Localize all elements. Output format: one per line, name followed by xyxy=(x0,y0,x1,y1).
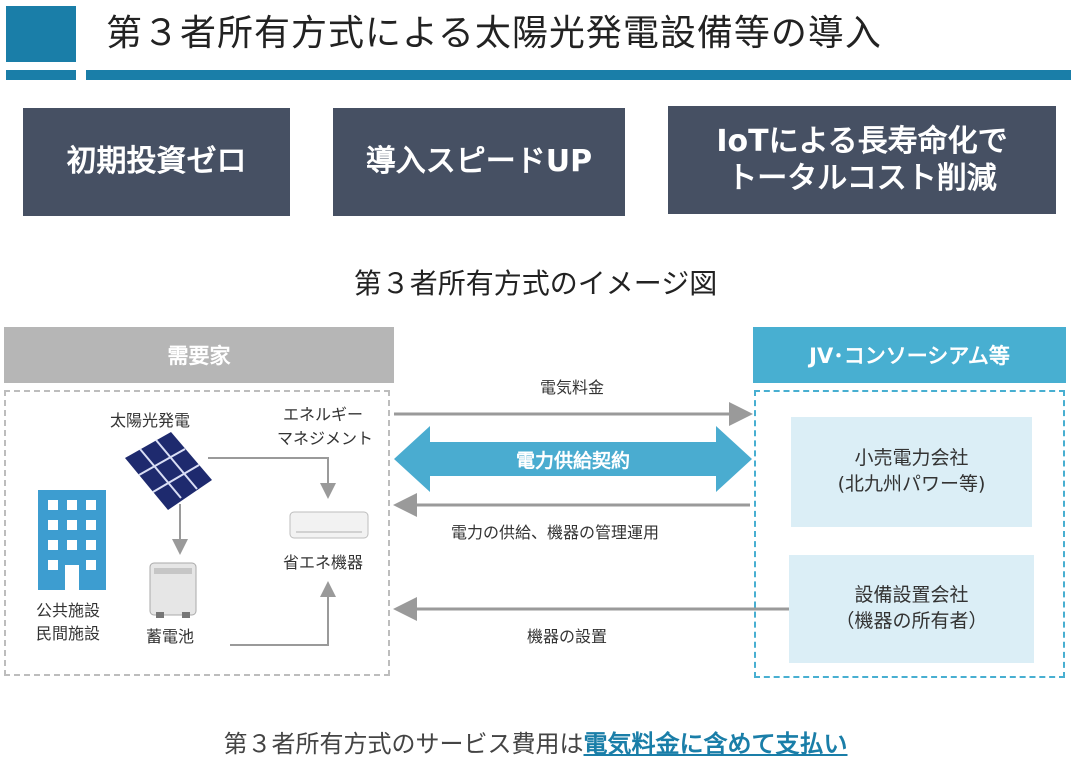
feature-label-line1: IoTによる長寿命化で xyxy=(716,123,1008,159)
company-name: 設備設置会社 xyxy=(854,584,969,607)
provider-header: JV･コンソーシアム等 xyxy=(753,327,1066,383)
air-conditioner-icon xyxy=(289,511,369,539)
battery-label: 蓄電池 xyxy=(146,627,195,646)
install-label: 機器の設置 xyxy=(527,627,608,646)
feature-label: 初期投資ゼロ xyxy=(66,144,247,180)
building-label-line1: 公共施設 xyxy=(36,601,101,620)
contract-arrow xyxy=(394,426,752,492)
footer-statement: 第３者所有方式のサービス費用は電気料金に含めて支払い xyxy=(0,724,1071,759)
building-icon xyxy=(38,490,106,590)
company-name: 小売電力会社 xyxy=(854,447,969,470)
internal-connectors xyxy=(172,457,336,646)
company-note: （機器の所有者） xyxy=(835,610,988,632)
diagram-title: 第３者所有方式のイメージ図 xyxy=(353,267,718,300)
battery-icon xyxy=(149,562,197,618)
provider-header-label: JV･コンソーシアム等 xyxy=(809,344,1010,368)
solar-panel-icon xyxy=(125,432,212,510)
title-rule-right xyxy=(86,70,1071,80)
feature-label: 導入スピードUP xyxy=(365,144,593,180)
title-accent-block xyxy=(6,6,76,62)
consumer-box xyxy=(4,390,390,676)
contract-label: 電力供給契約 xyxy=(515,450,630,472)
energy-management-label-line2: マネジメント xyxy=(277,429,374,448)
title-rule-left xyxy=(6,70,76,80)
solar-label: 太陽光発電 xyxy=(110,411,191,430)
feature-speed-up: 導入スピードUP xyxy=(333,108,625,216)
company-note: (北九州パワー等) xyxy=(837,473,986,495)
feature-label-line2: トータルコスト削減 xyxy=(727,161,997,196)
retail-power-company-box: 小売電力会社 (北九州パワー等) xyxy=(791,417,1032,527)
page-title: 第３者所有方式による太陽光発電設備等の導入 xyxy=(106,13,882,54)
footer-emphasis: 電気料金に含めて支払い xyxy=(583,730,848,758)
fee-label: 電気料金 xyxy=(540,378,605,397)
supply-label: 電力の供給、機器の管理運用 xyxy=(451,523,660,542)
feature-zero-initial-cost: 初期投資ゼロ xyxy=(23,108,290,216)
provider-box xyxy=(754,390,1065,678)
footer-prefix: 第３者所有方式のサービス費用は xyxy=(223,730,584,758)
energy-management-label-line1: エネルギー xyxy=(283,405,364,424)
consumer-header: 需要家 xyxy=(4,327,394,383)
feature-iot-cost-reduction: IoTによる長寿命化で トータルコスト削減 xyxy=(668,106,1056,214)
appliance-label: 省エネ機器 xyxy=(283,553,364,572)
consumer-header-label: 需要家 xyxy=(167,344,231,368)
installer-company-box: 設備設置会社 （機器の所有者） xyxy=(789,555,1034,663)
building-label-line2: 民間施設 xyxy=(36,624,101,643)
